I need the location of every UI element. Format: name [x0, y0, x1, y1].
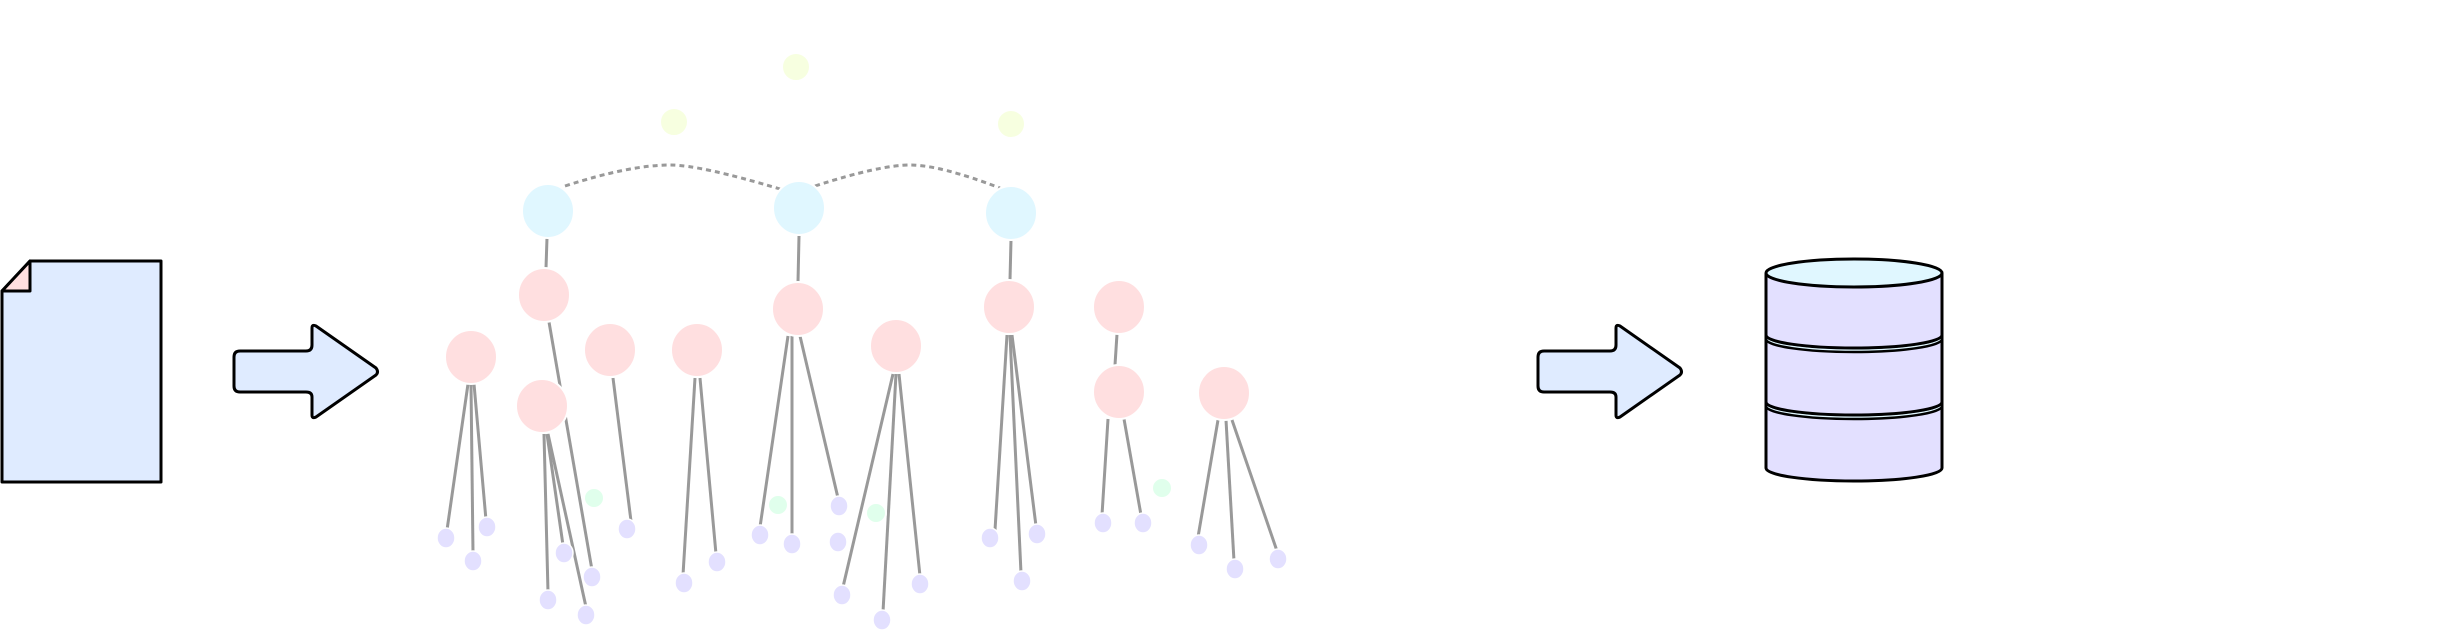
root-nodes: [521, 180, 1038, 241]
mid-node: [515, 378, 569, 434]
leaf-node: [980, 527, 1000, 549]
leaf-node: [674, 572, 694, 594]
leaf-node: [782, 533, 802, 555]
mid-node: [1092, 364, 1146, 420]
leaf-node: [1133, 512, 1153, 534]
mid-node: [583, 322, 637, 378]
mid-nodes: [444, 267, 1251, 434]
leaf-node: [832, 584, 852, 606]
leaf-node: [582, 566, 602, 588]
leaf-node: [477, 516, 497, 538]
mid-node: [771, 281, 825, 337]
arrow-right-icon: [1536, 323, 1683, 420]
extra-node: [583, 487, 605, 509]
leaf-node: [436, 527, 456, 549]
mid-node: [1197, 365, 1251, 421]
extra-node: [996, 109, 1026, 139]
leaf-node: [750, 524, 770, 546]
extra-nodes: [583, 52, 1173, 524]
tree-graph: [436, 52, 1288, 631]
leaf-node: [1093, 512, 1113, 534]
root-node: [984, 185, 1038, 241]
arrow-right-icon: [232, 323, 379, 420]
leaf-node: [617, 518, 637, 540]
mid-node: [517, 267, 571, 323]
leaf-node: [463, 550, 483, 572]
leaf-node: [1027, 523, 1047, 545]
extra-node: [767, 494, 789, 516]
mid-node: [982, 279, 1036, 335]
leaf-node: [1225, 558, 1245, 580]
extra-node: [659, 107, 689, 137]
leaf-node: [576, 604, 596, 626]
leaf-node: [1189, 534, 1209, 556]
tree-edges: [445, 163, 1279, 613]
database-icon: [1764, 257, 1944, 483]
extra-node: [781, 52, 811, 82]
mid-node: [1092, 279, 1146, 335]
document-icon: [0, 259, 163, 484]
root-node: [521, 183, 575, 239]
leaf-node: [828, 531, 848, 553]
leaf-nodes: [436, 495, 1288, 631]
leaf-node: [554, 542, 574, 564]
leaf-node: [1012, 570, 1032, 592]
mid-node: [670, 322, 724, 378]
extra-node: [1151, 477, 1173, 499]
leaf-node: [872, 609, 892, 631]
leaf-node: [829, 495, 849, 517]
leaf-node: [910, 573, 930, 595]
leaf-node: [1268, 548, 1288, 570]
extra-node: [865, 502, 887, 524]
mid-node: [444, 329, 498, 385]
root-node: [772, 180, 826, 236]
mid-node: [869, 318, 923, 374]
leaf-node: [707, 551, 727, 573]
leaf-node: [538, 589, 558, 611]
